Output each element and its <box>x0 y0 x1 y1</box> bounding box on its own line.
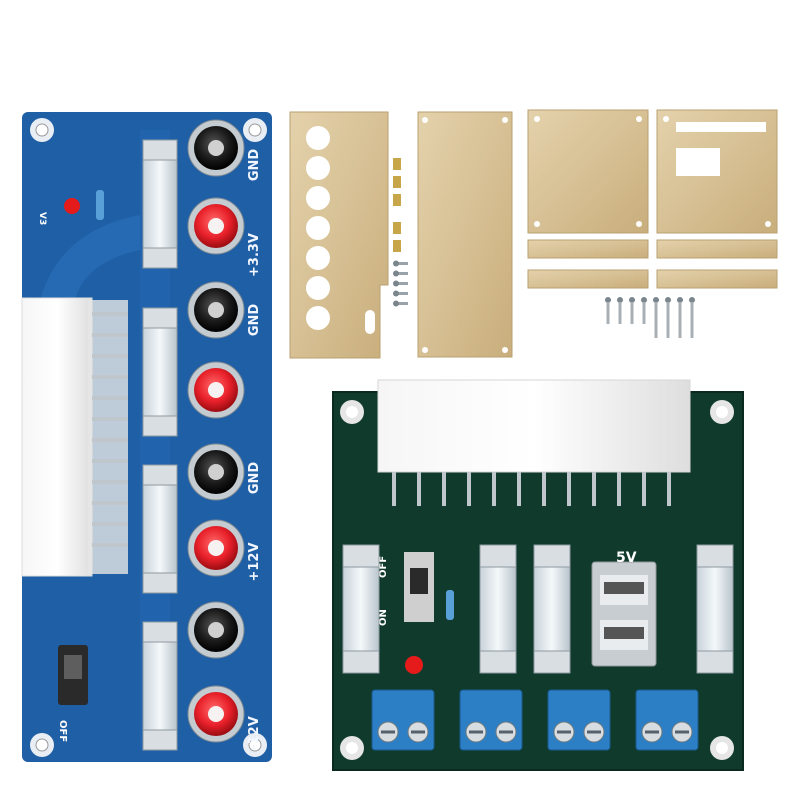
black-binding-post <box>187 601 245 659</box>
acrylic-hole <box>306 216 330 240</box>
green-pcb-board: OFF ON 5V <box>332 379 744 771</box>
mounting-hole <box>710 736 734 760</box>
switch-off-label: OFF <box>57 720 68 742</box>
connector-pin <box>492 472 496 506</box>
power-slide-switch: OFF <box>57 645 88 742</box>
connector-pin <box>642 472 646 506</box>
connector-pin <box>617 472 621 506</box>
mounting-hole <box>30 118 54 142</box>
acrylic-front-panel <box>289 111 389 359</box>
glass-fuse <box>696 544 734 674</box>
resistor <box>96 190 104 220</box>
connector-pin <box>467 472 471 506</box>
terminal-label: +3.3V <box>247 233 262 277</box>
red-binding-post <box>187 197 245 255</box>
usb-voltage-label: 5V <box>616 550 637 566</box>
connector-pin <box>542 472 546 506</box>
power-slide-switch: OFF ON <box>378 552 434 626</box>
connector-pin <box>92 333 128 337</box>
connector-pin <box>92 396 128 400</box>
glass-fuse <box>479 544 517 674</box>
acrylic-hole <box>306 306 330 330</box>
acrylic-bottom-panel <box>656 109 778 234</box>
acrylic-hole <box>306 126 330 150</box>
mounting-hole <box>340 736 364 760</box>
black-binding-post <box>187 119 245 177</box>
red-binding-post <box>187 361 245 419</box>
connector-pin <box>92 522 128 526</box>
mounting-hole <box>710 400 734 424</box>
acrylic-side-panel <box>417 111 513 358</box>
connector-pin <box>92 417 128 421</box>
resistor <box>446 590 454 620</box>
glass-fuse <box>142 464 178 594</box>
mounting-hole <box>243 733 267 757</box>
connector-pin <box>667 472 671 506</box>
red-binding-post <box>187 519 245 577</box>
screws <box>393 260 695 338</box>
switch-on-label: ON <box>378 609 389 626</box>
mounting-hole <box>243 118 267 142</box>
terminal-label: -12V <box>247 716 262 750</box>
connector-pin <box>92 375 128 379</box>
terminal-label: +12V <box>247 542 262 581</box>
connector-pin <box>392 472 396 506</box>
glass-fuse <box>533 544 571 674</box>
glass-fuse <box>142 621 178 751</box>
glass-fuse <box>342 544 380 674</box>
connector-pin <box>592 472 596 506</box>
connector-pin <box>517 472 521 506</box>
screw-terminal-block <box>547 689 611 751</box>
mounting-hole <box>340 400 364 424</box>
connector-pin <box>92 543 128 547</box>
black-binding-post <box>187 443 245 501</box>
led-indicator <box>64 198 80 214</box>
connector-pin <box>92 438 128 442</box>
connector-pin <box>92 312 128 316</box>
mounting-hole <box>30 733 54 757</box>
usb-dual-port: 5V <box>591 550 657 667</box>
switch-off-label: OFF <box>378 556 389 578</box>
terminal-label: GND <box>247 304 262 337</box>
acrylic-hole <box>306 276 330 300</box>
acrylic-top-panel <box>527 109 649 234</box>
acrylic-strips <box>527 239 778 289</box>
connector-pin <box>442 472 446 506</box>
led-indicator <box>405 656 423 674</box>
board-version-label: V3 <box>37 212 47 225</box>
connector-pin <box>92 501 128 505</box>
red-binding-post <box>187 685 245 743</box>
terminal-label: GND <box>247 149 262 182</box>
screw-terminal-block <box>635 689 699 751</box>
connector-pin <box>92 354 128 358</box>
blue-pcb-board: V3 GND +3.3V GND GND +12V -12V OFF <box>21 112 272 762</box>
atx-24pin-connector <box>377 379 691 506</box>
connector-pin <box>417 472 421 506</box>
connector-pin <box>567 472 571 506</box>
connector-pin <box>92 480 128 484</box>
atx-24pin-connector <box>21 297 128 577</box>
connector-pin <box>92 459 128 463</box>
glass-fuse <box>142 307 178 437</box>
black-binding-post <box>187 281 245 339</box>
screw-terminal-block <box>371 689 435 751</box>
acrylic-hole <box>306 156 330 180</box>
acrylic-hole <box>306 186 330 210</box>
acrylic-case-panels <box>289 109 778 359</box>
acrylic-hole <box>306 246 330 270</box>
screw-terminal-block <box>459 689 523 751</box>
brass-standoffs <box>393 158 401 252</box>
glass-fuse <box>142 139 178 269</box>
terminal-label: GND <box>247 462 262 495</box>
